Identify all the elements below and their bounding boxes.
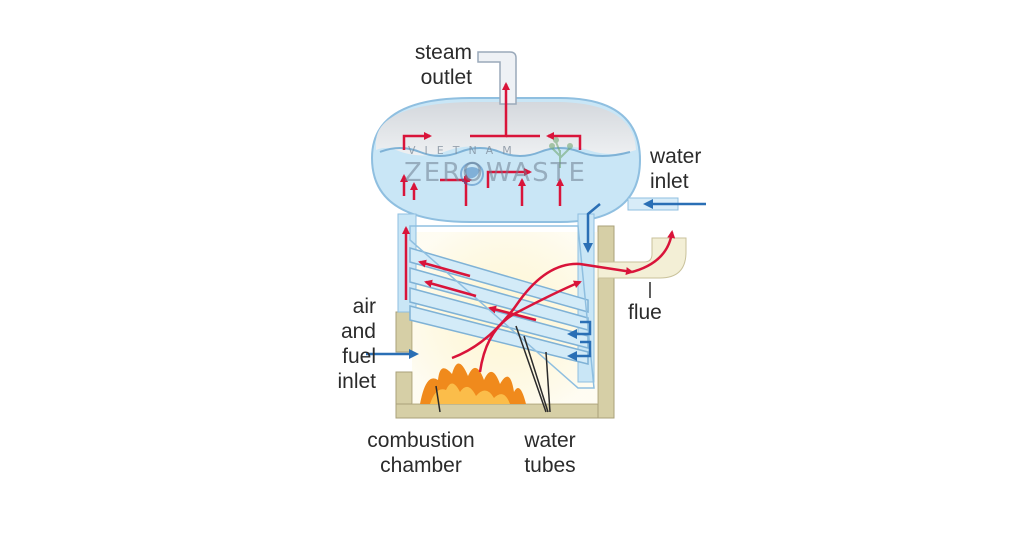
water-flow-arrows xyxy=(366,199,706,361)
water-inlet-label: water inlet xyxy=(650,144,701,194)
air-fuel-inlet-label-line3: fuel xyxy=(342,345,376,368)
flue-duct xyxy=(597,237,687,279)
steam-outlet-label-line2: outlet xyxy=(420,66,472,89)
flue-label: flue xyxy=(628,301,662,324)
air-fuel-inlet-label-line1: air xyxy=(352,295,376,318)
watermark-globe-icon xyxy=(460,162,484,186)
water-drum xyxy=(370,97,642,223)
air-fuel-inlet-label: air and fuel inlet xyxy=(318,294,376,394)
water-inlet-label-line1: water xyxy=(650,145,702,168)
water-tubes-label-line2: tubes xyxy=(524,454,576,477)
combustion-chamber-label: combustion chamber xyxy=(354,428,488,478)
steam-outlet-label: steam outlet xyxy=(386,40,472,90)
air-fuel-inlet-label-line2: and xyxy=(340,320,376,343)
leader-lines xyxy=(435,282,651,413)
hot-gas-arrows xyxy=(400,82,676,373)
water-tube-bank xyxy=(409,225,595,389)
watermark-tree-icon xyxy=(549,137,573,168)
flames xyxy=(420,363,526,404)
air-fuel-inlet-label-line4: inlet xyxy=(337,370,376,393)
steam-outlet-pipe xyxy=(477,51,517,105)
water-inlet-label-line2: inlet xyxy=(650,170,689,193)
water-tubes-label-line1: water xyxy=(524,429,576,452)
steam-outlet-label-line1: steam xyxy=(414,41,472,64)
water-tubes-label: water tubes xyxy=(510,428,590,478)
combustion-chamber-label-line2: chamber xyxy=(380,454,462,477)
combustion-chamber-label-line1: combustion xyxy=(367,429,475,452)
